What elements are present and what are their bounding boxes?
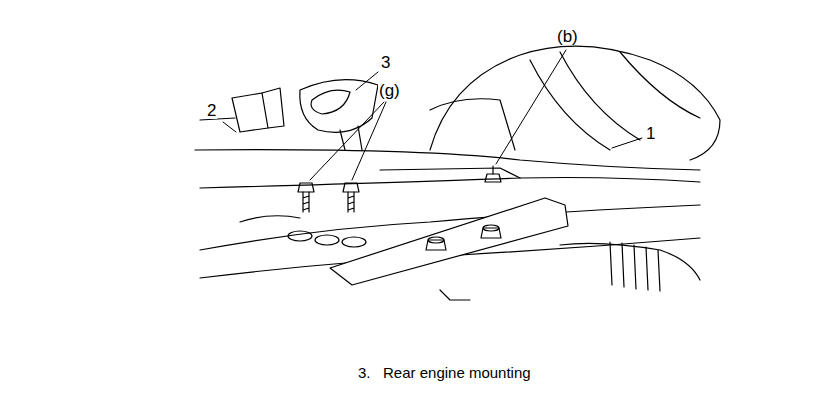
leader-line [356, 72, 378, 90]
beam-detail [240, 216, 300, 222]
figure-caption: 3. Rear engine mounting [358, 364, 531, 382]
bracket-plate [330, 198, 568, 285]
callout-letter: (g) [378, 82, 401, 99]
leader-line [352, 102, 386, 180]
bolt-head [481, 225, 501, 238]
mount-stem [340, 126, 362, 150]
leader-line [612, 138, 642, 148]
transmission-case [430, 99, 515, 150]
mount-cushion [300, 80, 378, 133]
callout-number: 1 [645, 125, 656, 142]
fins [610, 242, 660, 291]
lower-detail [440, 290, 470, 300]
beam-hole [315, 235, 339, 245]
beam-hole [342, 237, 366, 247]
crossmember-top [195, 150, 700, 170]
beam-hole [288, 231, 312, 241]
nut [485, 174, 501, 182]
leader-line [223, 122, 236, 132]
pipe [560, 243, 700, 280]
callout-letter: (b) [556, 28, 579, 45]
bolt [343, 183, 359, 212]
stud [492, 166, 493, 174]
mount-hole [311, 90, 350, 114]
callout-number: 3 [380, 54, 391, 71]
crossmember-mid [200, 178, 700, 189]
leader-line [310, 102, 384, 180]
transmission [430, 46, 720, 160]
body-panel [232, 93, 268, 132]
body-panel-side [262, 88, 284, 128]
bolt-head [426, 237, 446, 250]
leader-line [496, 50, 566, 164]
callout-number: 2 [206, 102, 217, 119]
mount-base [380, 168, 520, 178]
bolt [298, 183, 314, 212]
